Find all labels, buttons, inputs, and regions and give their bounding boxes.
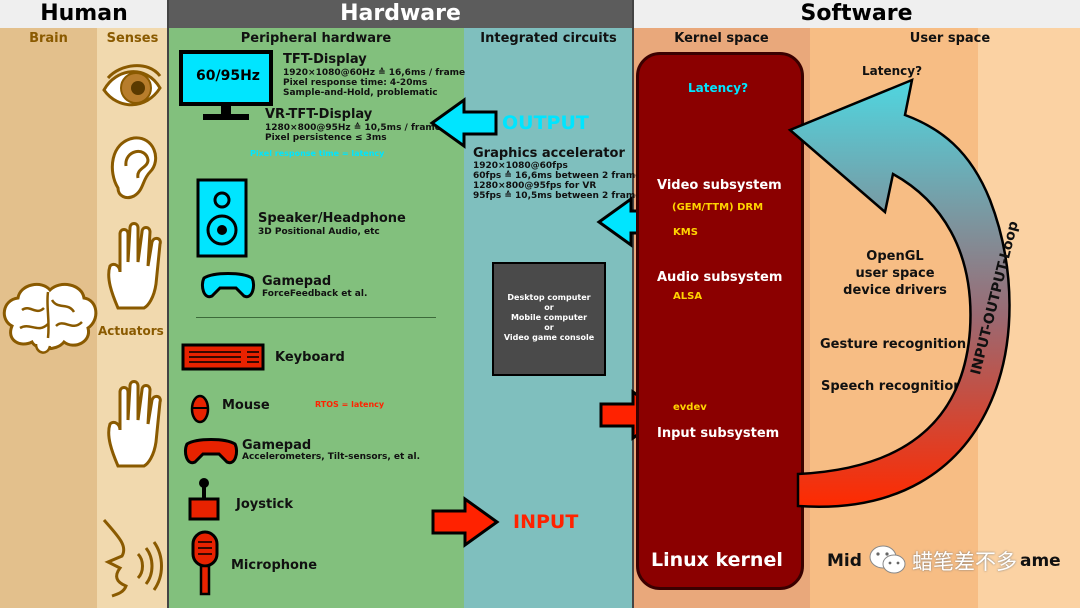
microphone-icon xyxy=(191,530,219,596)
subheader-senses: Senses xyxy=(106,31,159,46)
subheader-brain: Brain xyxy=(29,31,68,46)
subheader-user: User space xyxy=(909,31,991,46)
gamepad-input-sub: Accelerometers, Tilt-sensors, et al. xyxy=(242,452,421,462)
speech-recognition: Speech recognition xyxy=(821,379,963,394)
header-human: Human xyxy=(0,0,168,28)
audio-subsystem: Audio subsystem xyxy=(657,270,783,285)
opengl-line-3: device drivers xyxy=(843,283,947,298)
keyboard-icon xyxy=(181,343,265,371)
tft-title: TFT-Display xyxy=(283,52,367,67)
drm-label: (GEM/TTM) DRM xyxy=(672,202,764,213)
output-arrow-icon xyxy=(429,97,498,149)
middleware-label: Mid xyxy=(827,551,862,571)
mouth-voice-icon xyxy=(102,519,163,598)
game-label: ame xyxy=(1020,551,1061,571)
tft-line-3: Sample-and-Hold, problematic xyxy=(283,88,438,98)
gpu-line-3: 1280×800@95fps for VR xyxy=(473,181,597,191)
eye-icon xyxy=(102,64,162,107)
opengl-line-1: OpenGL xyxy=(866,249,924,264)
evdev-label: evdev xyxy=(673,402,707,413)
computer-line-5: Video game console xyxy=(503,333,595,342)
header-hardware: Hardware xyxy=(168,0,633,28)
gpu-line-2: 60fps ≙ 16,6ms between 2 frames xyxy=(473,171,647,181)
gamepad-output-icon xyxy=(200,272,256,299)
opengl-line-2: user space xyxy=(855,266,935,281)
computer-line-4: or xyxy=(544,323,554,332)
linux-kernel-box xyxy=(636,52,804,590)
microphone-label: Microphone xyxy=(231,558,318,573)
gpu-line-1: 1920×1080@60fps xyxy=(473,161,568,171)
wechat-icon xyxy=(869,545,906,574)
tft-line-1: 1920×1080@60Hz ≙ 16,6ms / frame xyxy=(283,68,466,78)
gamepad-input-icon xyxy=(183,438,239,465)
gamepad-input-title: Gamepad xyxy=(242,438,312,453)
mouse-icon xyxy=(190,394,210,424)
mouse-label: Mouse xyxy=(222,398,270,413)
hardware-border-left xyxy=(167,0,169,608)
computer-line-3: Mobile computer xyxy=(510,313,588,322)
subheader-kernel: Kernel space xyxy=(674,31,769,46)
linux-kernel-label: Linux kernel xyxy=(651,549,783,571)
monitor-refresh-label: 60/95Hz xyxy=(196,68,260,84)
gpu-title: Graphics accelerator xyxy=(473,146,625,161)
gamepad-output-sub: ForceFeedback et al. xyxy=(262,289,368,299)
alsa-label: ALSA xyxy=(673,291,703,302)
gpu-line-4: 95fps ≙ 10,5ms between 2 frames xyxy=(473,191,647,201)
vr-line-2: Pixel persistence ≤ 3ms xyxy=(265,133,387,143)
computer-line-2: or xyxy=(544,303,554,312)
senses-column xyxy=(97,28,168,608)
computer-line-1: Desktop computer xyxy=(507,293,591,302)
gamepad-output-title: Gamepad xyxy=(262,274,332,289)
vr-line-1: 1280×800@95Hz ≙ 10,5ms / frame xyxy=(265,123,441,133)
hand-actuator-icon xyxy=(107,380,162,468)
joystick-label: Joystick xyxy=(236,497,294,512)
speaker-title: Speaker/Headphone xyxy=(258,211,406,226)
watermark: 蜡笔差不多 xyxy=(912,550,1017,574)
hardware-border-right xyxy=(632,0,634,608)
speaker-sub: 3D Positional Audio, etc xyxy=(258,227,380,237)
pixel-latency-note: Pixel response time = latency xyxy=(250,149,385,158)
input-label: INPUT xyxy=(513,511,579,533)
peripheral-divider xyxy=(196,317,436,318)
joystick-icon xyxy=(188,478,220,521)
monitor-icon xyxy=(179,50,273,120)
input-subsystem: Input subsystem xyxy=(657,426,780,441)
tft-line-2: Pixel response time: 4-20ms xyxy=(283,78,428,88)
kernel-latency: Latency? xyxy=(688,81,749,95)
gesture-recognition: Gesture recognition xyxy=(820,337,967,352)
input-arrow-icon xyxy=(431,496,500,548)
hand-open-icon xyxy=(107,222,162,310)
speaker-icon xyxy=(196,178,248,258)
keyboard-label: Keyboard xyxy=(275,350,345,365)
kms-label: KMS xyxy=(673,227,698,238)
subheader-peripheral: Peripheral hardware xyxy=(240,31,392,46)
subheader-integrated: Integrated circuits xyxy=(480,31,617,46)
video-subsystem: Video subsystem xyxy=(657,178,782,193)
ear-icon xyxy=(110,136,157,200)
output-label: OUTPUT xyxy=(502,112,589,134)
brain-icon xyxy=(2,282,98,354)
user-latency: Latency? xyxy=(862,64,923,78)
rtos-latency-note: RTOS = latency xyxy=(315,400,385,409)
vr-title: VR-TFT-Display xyxy=(265,107,373,122)
computer-box xyxy=(492,262,606,376)
header-software: Software xyxy=(633,0,1080,28)
label-actuators: Actuators xyxy=(98,324,164,338)
